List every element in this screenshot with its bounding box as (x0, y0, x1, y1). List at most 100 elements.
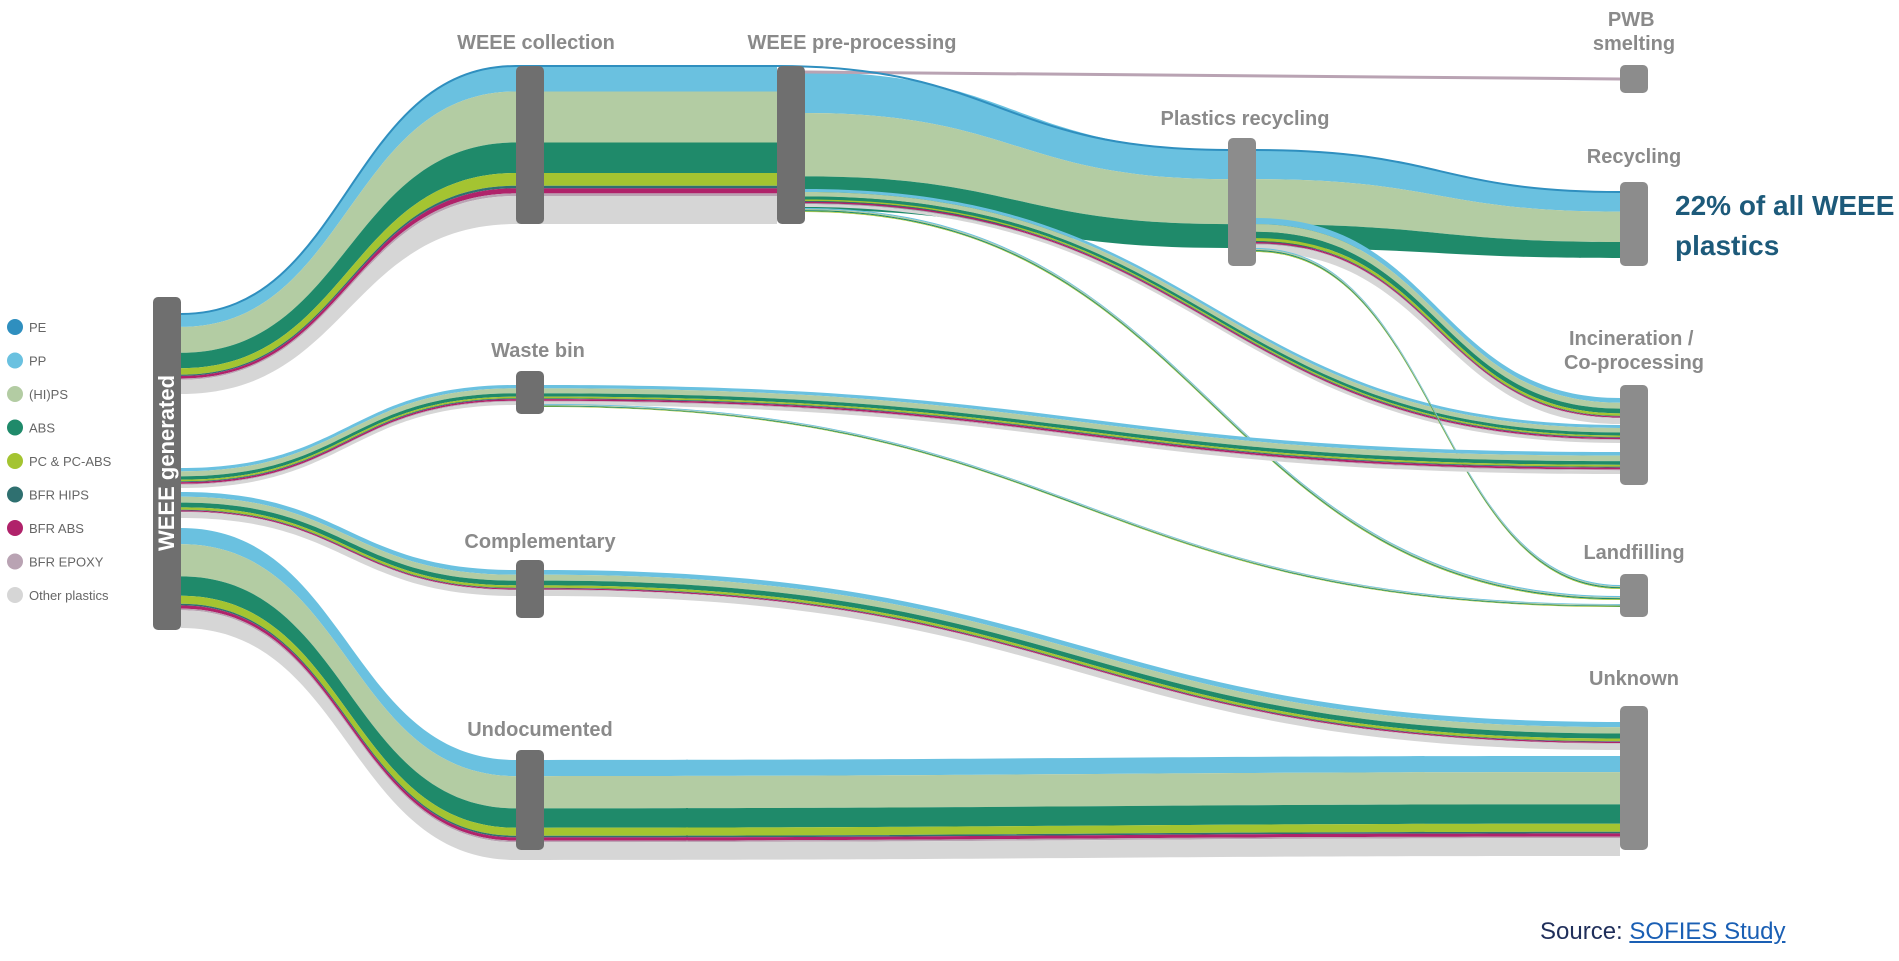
label-pwb-smelting-line1: PWB (1608, 9, 1655, 31)
flow-layer (180, 65, 1621, 860)
flow-band (805, 192, 1620, 433)
legend-swatch (7, 319, 23, 335)
flow-band (1256, 238, 1620, 416)
recycling-callout: 22% of all WEEE plastics (1675, 190, 1894, 261)
flow-band (1256, 248, 1620, 587)
flow-band (805, 204, 1620, 443)
flow-band (805, 196, 1620, 436)
flow-band (1256, 218, 1620, 403)
label-weee-preprocessing: WEEE pre-processing (748, 32, 957, 54)
flow-band (805, 201, 1620, 440)
flow-gen-wastebin (181, 385, 1620, 488)
flow-band (544, 406, 1620, 607)
label-unknown: Unknown (1589, 668, 1679, 690)
flow-band (181, 544, 1620, 809)
legend-item: ABS (7, 419, 55, 436)
legend-swatch (7, 419, 23, 436)
node-weee-collection (516, 66, 544, 224)
flow-band (805, 203, 1620, 440)
node-layer (153, 65, 1648, 850)
flow-band (805, 176, 1620, 258)
flow-band (1256, 231, 1620, 414)
node-incineration (1620, 385, 1648, 485)
legend-swatch (7, 553, 23, 570)
label-incineration: Incineration / Co-processing (1564, 328, 1704, 374)
flow-preproc-incineration (805, 189, 1620, 443)
label-landfilling: Landfilling (1583, 542, 1684, 564)
flow-band (181, 195, 777, 394)
flow-band (1256, 250, 1620, 589)
node-pwb-smelting (1620, 65, 1648, 93)
label-recycling: Recycling (1587, 146, 1681, 168)
legend-swatch (7, 587, 23, 603)
legend-label: ABS (29, 421, 55, 436)
flow-preproc-recycling (805, 72, 1620, 258)
label-undocumented: Undocumented (467, 719, 613, 741)
label-complementary: Complementary (464, 531, 616, 553)
flow-gen-undocumented (181, 528, 1620, 860)
source-link[interactable]: SOFIES Study (1629, 918, 1786, 945)
legend-swatch (7, 520, 23, 536)
flow-band (805, 208, 1620, 598)
legend-label: PE (29, 320, 47, 335)
flow-band (544, 404, 1620, 606)
legend-item: BFR EPOXY (7, 553, 104, 570)
flow-wastebin-landfill (544, 404, 1620, 607)
legend-item: PP (7, 352, 46, 369)
label-incineration-line1: Incineration / (1569, 328, 1694, 350)
legend: PE PP (HI)PS ABS PC & PC-ABS BFR HIPS BFR ABS B… (7, 319, 112, 603)
legend-item: BFR HIPS (7, 486, 89, 503)
flow-band (805, 211, 1620, 601)
source-prefix: Source: (1540, 918, 1630, 945)
label-pwb-smelting: PWB smelting (1593, 9, 1675, 55)
flow-band (181, 91, 777, 353)
legend-label: BFR ABS (29, 521, 84, 536)
callout-line1: 22% of all WEEE (1675, 190, 1894, 221)
flow-band (1256, 241, 1620, 418)
label-pwb-smelting-line2: smelting (1593, 33, 1675, 55)
node-undocumented (516, 750, 544, 850)
legend-label: BFR HIPS (29, 488, 89, 503)
flow-band (1256, 244, 1620, 424)
flow-gen-collection (181, 66, 777, 394)
flow-preproc-landfill (805, 208, 1620, 601)
flow-band (181, 388, 1620, 477)
flow-band (1256, 251, 1620, 590)
flow-band (805, 209, 1620, 599)
flow-band (544, 404, 1620, 605)
flow-band (805, 210, 1620, 600)
flow-band (1256, 243, 1620, 419)
flow-band (805, 201, 1620, 438)
node-plastics-recycling (1228, 138, 1256, 266)
flow-band (805, 113, 1620, 242)
legend-label: PP (29, 354, 46, 369)
legend-item: Other plastics (7, 587, 109, 603)
legend-swatch (7, 453, 23, 469)
source-citation: Source: SOFIES Study (1540, 918, 1785, 946)
flow-band (544, 405, 1620, 607)
legend-item: PC & PC-ABS (7, 453, 112, 469)
node-weee-preprocessing (777, 66, 805, 224)
flow-pe-outline (180, 65, 1621, 315)
label-plastics-recycling: Plastics recycling (1161, 108, 1330, 130)
callout-line2: plastics (1675, 230, 1779, 261)
legend-swatch (7, 486, 23, 503)
flow-recycling-landfill (1256, 248, 1620, 590)
node-weee-generated (153, 297, 181, 630)
flow-band (805, 72, 1620, 212)
legend-item: PE (7, 319, 47, 335)
flow-preproc-pwb-smelting (804, 70, 1621, 81)
legend-label: (HI)PS (29, 387, 68, 402)
node-landfilling (1620, 574, 1648, 617)
flow-band (805, 199, 1620, 437)
node-waste-bin (516, 371, 544, 414)
label-waste-bin: Waste bin (491, 340, 585, 362)
node-recycling (1620, 182, 1648, 266)
legend-item: BFR ABS (7, 520, 84, 536)
legend-label: Other plastics (29, 588, 109, 603)
legend-label: BFR EPOXY (29, 555, 104, 570)
label-weee-generated: WEEE generated (154, 375, 179, 551)
flow-recycling-incineration (1256, 218, 1620, 424)
label-weee-collection: WEEE collection (457, 32, 615, 54)
legend-swatch (7, 386, 23, 402)
